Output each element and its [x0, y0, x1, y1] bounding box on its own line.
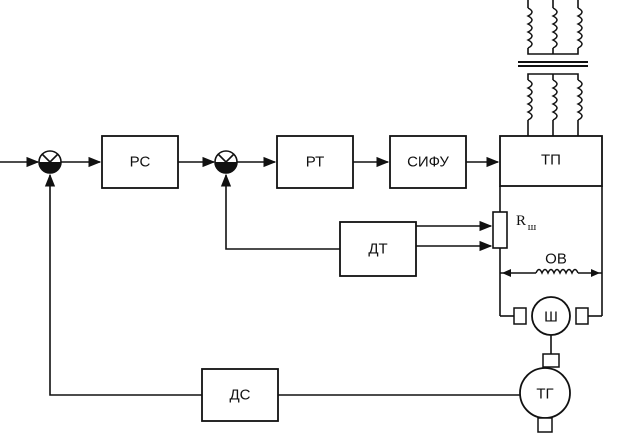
transformer-primary-windings: [526, 0, 583, 55]
sifu-label: СИФУ: [407, 154, 449, 171]
dt-block: ДТ: [339, 221, 417, 277]
shaft-coupling: [542, 335, 560, 368]
rs-label: РС: [130, 154, 151, 171]
current-feedback-line: [220, 173, 340, 250]
tachogenerator: ТГ: [519, 367, 571, 433]
rs-block: РС: [101, 135, 179, 189]
shunt-resistor: R ш: [492, 211, 537, 249]
dc-motor: Ш: [500, 296, 602, 336]
transformer-core: [518, 61, 588, 67]
summing-junction-1: [38, 150, 62, 174]
summing-junction-2: [214, 150, 238, 174]
tp-block: ТП: [499, 135, 603, 187]
rt-block: РТ: [276, 135, 354, 189]
sifu-block: СИФУ: [389, 135, 467, 189]
ds-label: ДС: [230, 387, 251, 404]
tp-label: ТП: [541, 152, 561, 169]
rt-label: РТ: [306, 154, 325, 171]
transformer-secondary-windings: [526, 73, 583, 136]
dt-label: ДТ: [368, 241, 387, 258]
field-winding-label: ОВ: [545, 251, 567, 268]
shunt-subscript: ш: [528, 221, 537, 233]
field-winding: ОВ: [500, 251, 602, 277]
motor-label: Ш: [544, 309, 558, 326]
speed-feedback-line: [44, 173, 202, 396]
ds-block: ДС: [201, 368, 279, 422]
tachogen-label: ТГ: [536, 386, 553, 403]
shunt-label: R: [516, 213, 526, 229]
